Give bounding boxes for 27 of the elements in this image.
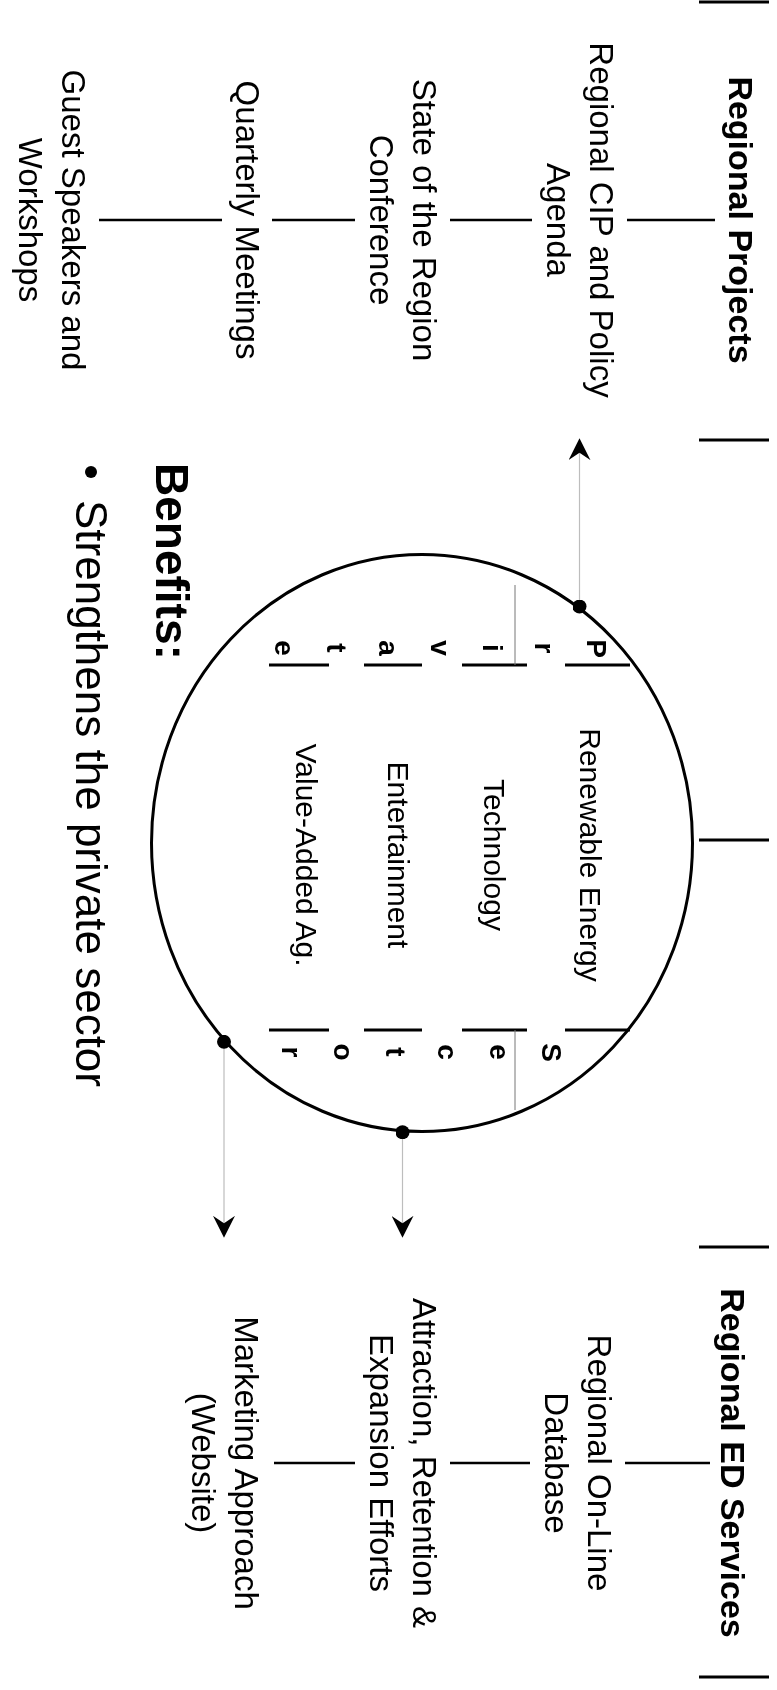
list-item-text: Regional CIP and Policy Agenda (536, 0, 623, 440)
sector-row-label: Technology (476, 779, 512, 931)
list-item-text: Regional On-Line Database (534, 1313, 621, 1613)
connector-line (625, 1461, 710, 1465)
connector-line (274, 1461, 355, 1465)
connector-line (99, 218, 222, 222)
connector-line (450, 218, 532, 222)
sector-row-label: Value-Added Ag. (288, 743, 324, 967)
bullet-text: Strengthens the private sector (66, 500, 115, 1087)
list-item-text: Attraction, Retention & Expansion Efforts (359, 1236, 446, 1690)
vertical-sector-label: Private (252, 639, 622, 657)
list-item-text: Marketing Approach (Website) (181, 1303, 267, 1623)
column-heading: Regional ED Services (712, 1288, 753, 1638)
vertical-sector-label: Sector (257, 1043, 577, 1061)
sector-row-label: Entertainment (380, 761, 416, 949)
list-item-text: Quarterly Meetings (225, 80, 269, 360)
benefits-heading: Benefits: (146, 463, 198, 660)
list-item-text: State of the Region Conference (359, 0, 446, 440)
sector-row-label: Renewable Energy (572, 728, 608, 982)
arrow (391, 1125, 414, 1238)
column-heading: Regional Projects (720, 76, 762, 364)
connector-line (627, 218, 715, 222)
connector-line (272, 218, 355, 222)
list-item-text: Guest Speakers and Workshops (8, 0, 95, 440)
connector-line (450, 1461, 530, 1465)
arrow (213, 1035, 235, 1238)
arrow (568, 438, 591, 614)
